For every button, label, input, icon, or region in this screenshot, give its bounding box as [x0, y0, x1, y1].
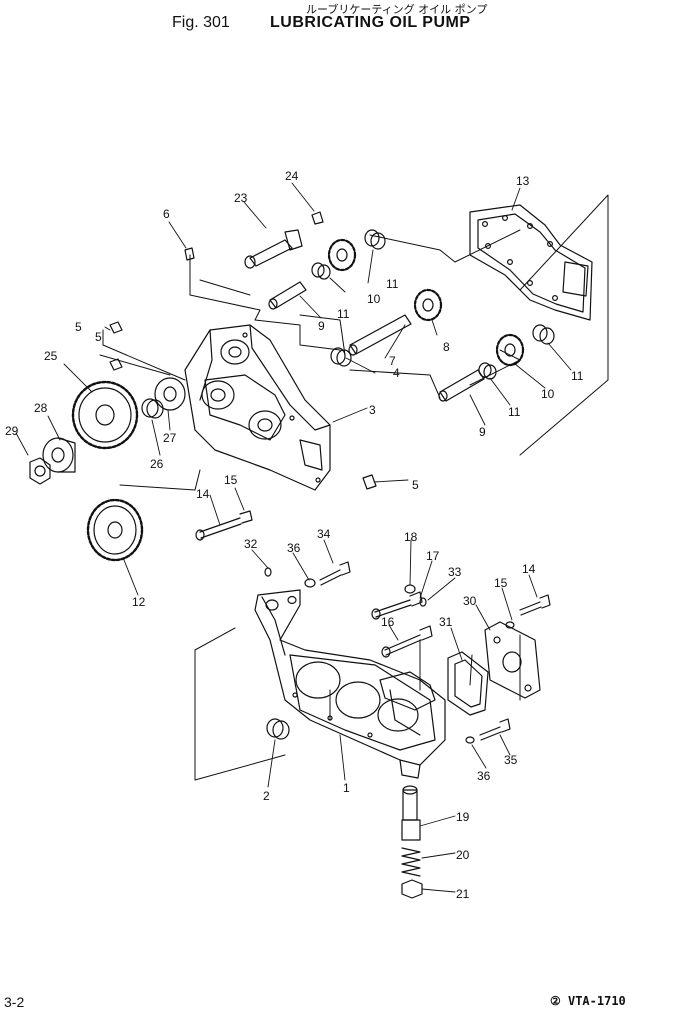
callout-10-upper: 10	[367, 292, 381, 306]
callout-15-left: 15	[224, 473, 238, 487]
callout-3: 3	[369, 403, 376, 417]
plug-21	[401, 879, 423, 899]
callout-14-left: 14	[196, 487, 210, 501]
gasket-13	[469, 204, 593, 321]
callout-6: 6	[163, 207, 170, 221]
callout-27: 27	[163, 431, 177, 445]
pump-gear-10-upper	[327, 238, 357, 272]
callout-11-d: 11	[508, 405, 521, 419]
callout-5-right: 5	[412, 478, 419, 492]
dowel-2	[266, 718, 290, 740]
callout-14-right: 14	[522, 562, 536, 576]
callout-25: 25	[44, 349, 58, 363]
relief-valve-19	[401, 785, 421, 841]
callout-16: 16	[381, 615, 395, 629]
small-parts-left	[29, 211, 377, 490]
callout-21: 21	[456, 887, 470, 901]
callout-1: 1	[343, 781, 350, 795]
callout-29: 29	[5, 424, 19, 438]
callout-2: 2	[263, 789, 270, 803]
callout-24: 24	[285, 169, 299, 183]
callout-31: 31	[439, 615, 453, 629]
japanese-title: ルーブリケーティング オイル ポンプ	[306, 3, 488, 16]
callout-11-a: 11	[386, 277, 399, 291]
pump-body-1	[254, 589, 446, 779]
figure-number: Fig. 301	[172, 14, 230, 31]
callout-33: 33	[448, 565, 462, 579]
callout-13: 13	[516, 174, 530, 188]
callout-36-upper: 36	[287, 541, 301, 555]
callout-18: 18	[404, 530, 418, 544]
callout-9-lower: 9	[479, 425, 486, 439]
pump-gear-8	[413, 288, 443, 322]
callout-36-lower: 36	[477, 769, 491, 783]
callout-19: 19	[456, 810, 470, 824]
callout-7: 7	[389, 354, 396, 368]
leader-lines	[15, 182, 572, 893]
drive-gear-25	[71, 380, 139, 450]
callout-26: 26	[150, 457, 164, 471]
callout-10-lower: 10	[541, 387, 555, 401]
callout-34: 34	[317, 527, 331, 541]
callout-5-left: 5	[95, 330, 102, 344]
pump-cover-3	[184, 324, 331, 491]
pump-gear-10-lower	[495, 333, 525, 367]
page-number: 3-2	[4, 994, 25, 1010]
callout-9-upper: 9	[318, 319, 325, 333]
callout-5-upper: 5	[75, 320, 82, 334]
figure-title: LUBRICATING OIL PUMP	[270, 14, 471, 31]
callout-11-b: 11	[337, 307, 350, 321]
callout-labels: 1 2 3 4 5 5 5 6 7 8 9 9 10 10 10 11 11 1…	[5, 169, 584, 901]
callout-20: 20	[456, 848, 470, 862]
callout-35: 35	[504, 753, 518, 767]
callout-28: 28	[34, 401, 48, 415]
callout-8: 8	[443, 340, 450, 354]
document-code: ② VTA-1710	[550, 994, 626, 1008]
gasket-31	[447, 651, 489, 716]
callout-17: 17	[426, 549, 440, 563]
bushings-11	[311, 229, 555, 380]
spring-20	[401, 847, 421, 877]
callout-12: 12	[132, 595, 146, 609]
callout-23: 23	[234, 191, 248, 205]
idler-gear-12	[86, 498, 144, 562]
shafts	[244, 229, 485, 402]
callout-15-right: 15	[494, 576, 508, 590]
callout-30: 30	[463, 594, 477, 608]
cover-plate-30	[484, 621, 541, 699]
callout-11-c: 11	[571, 369, 584, 383]
callout-4: 4	[393, 366, 400, 380]
callout-32: 32	[244, 537, 258, 551]
